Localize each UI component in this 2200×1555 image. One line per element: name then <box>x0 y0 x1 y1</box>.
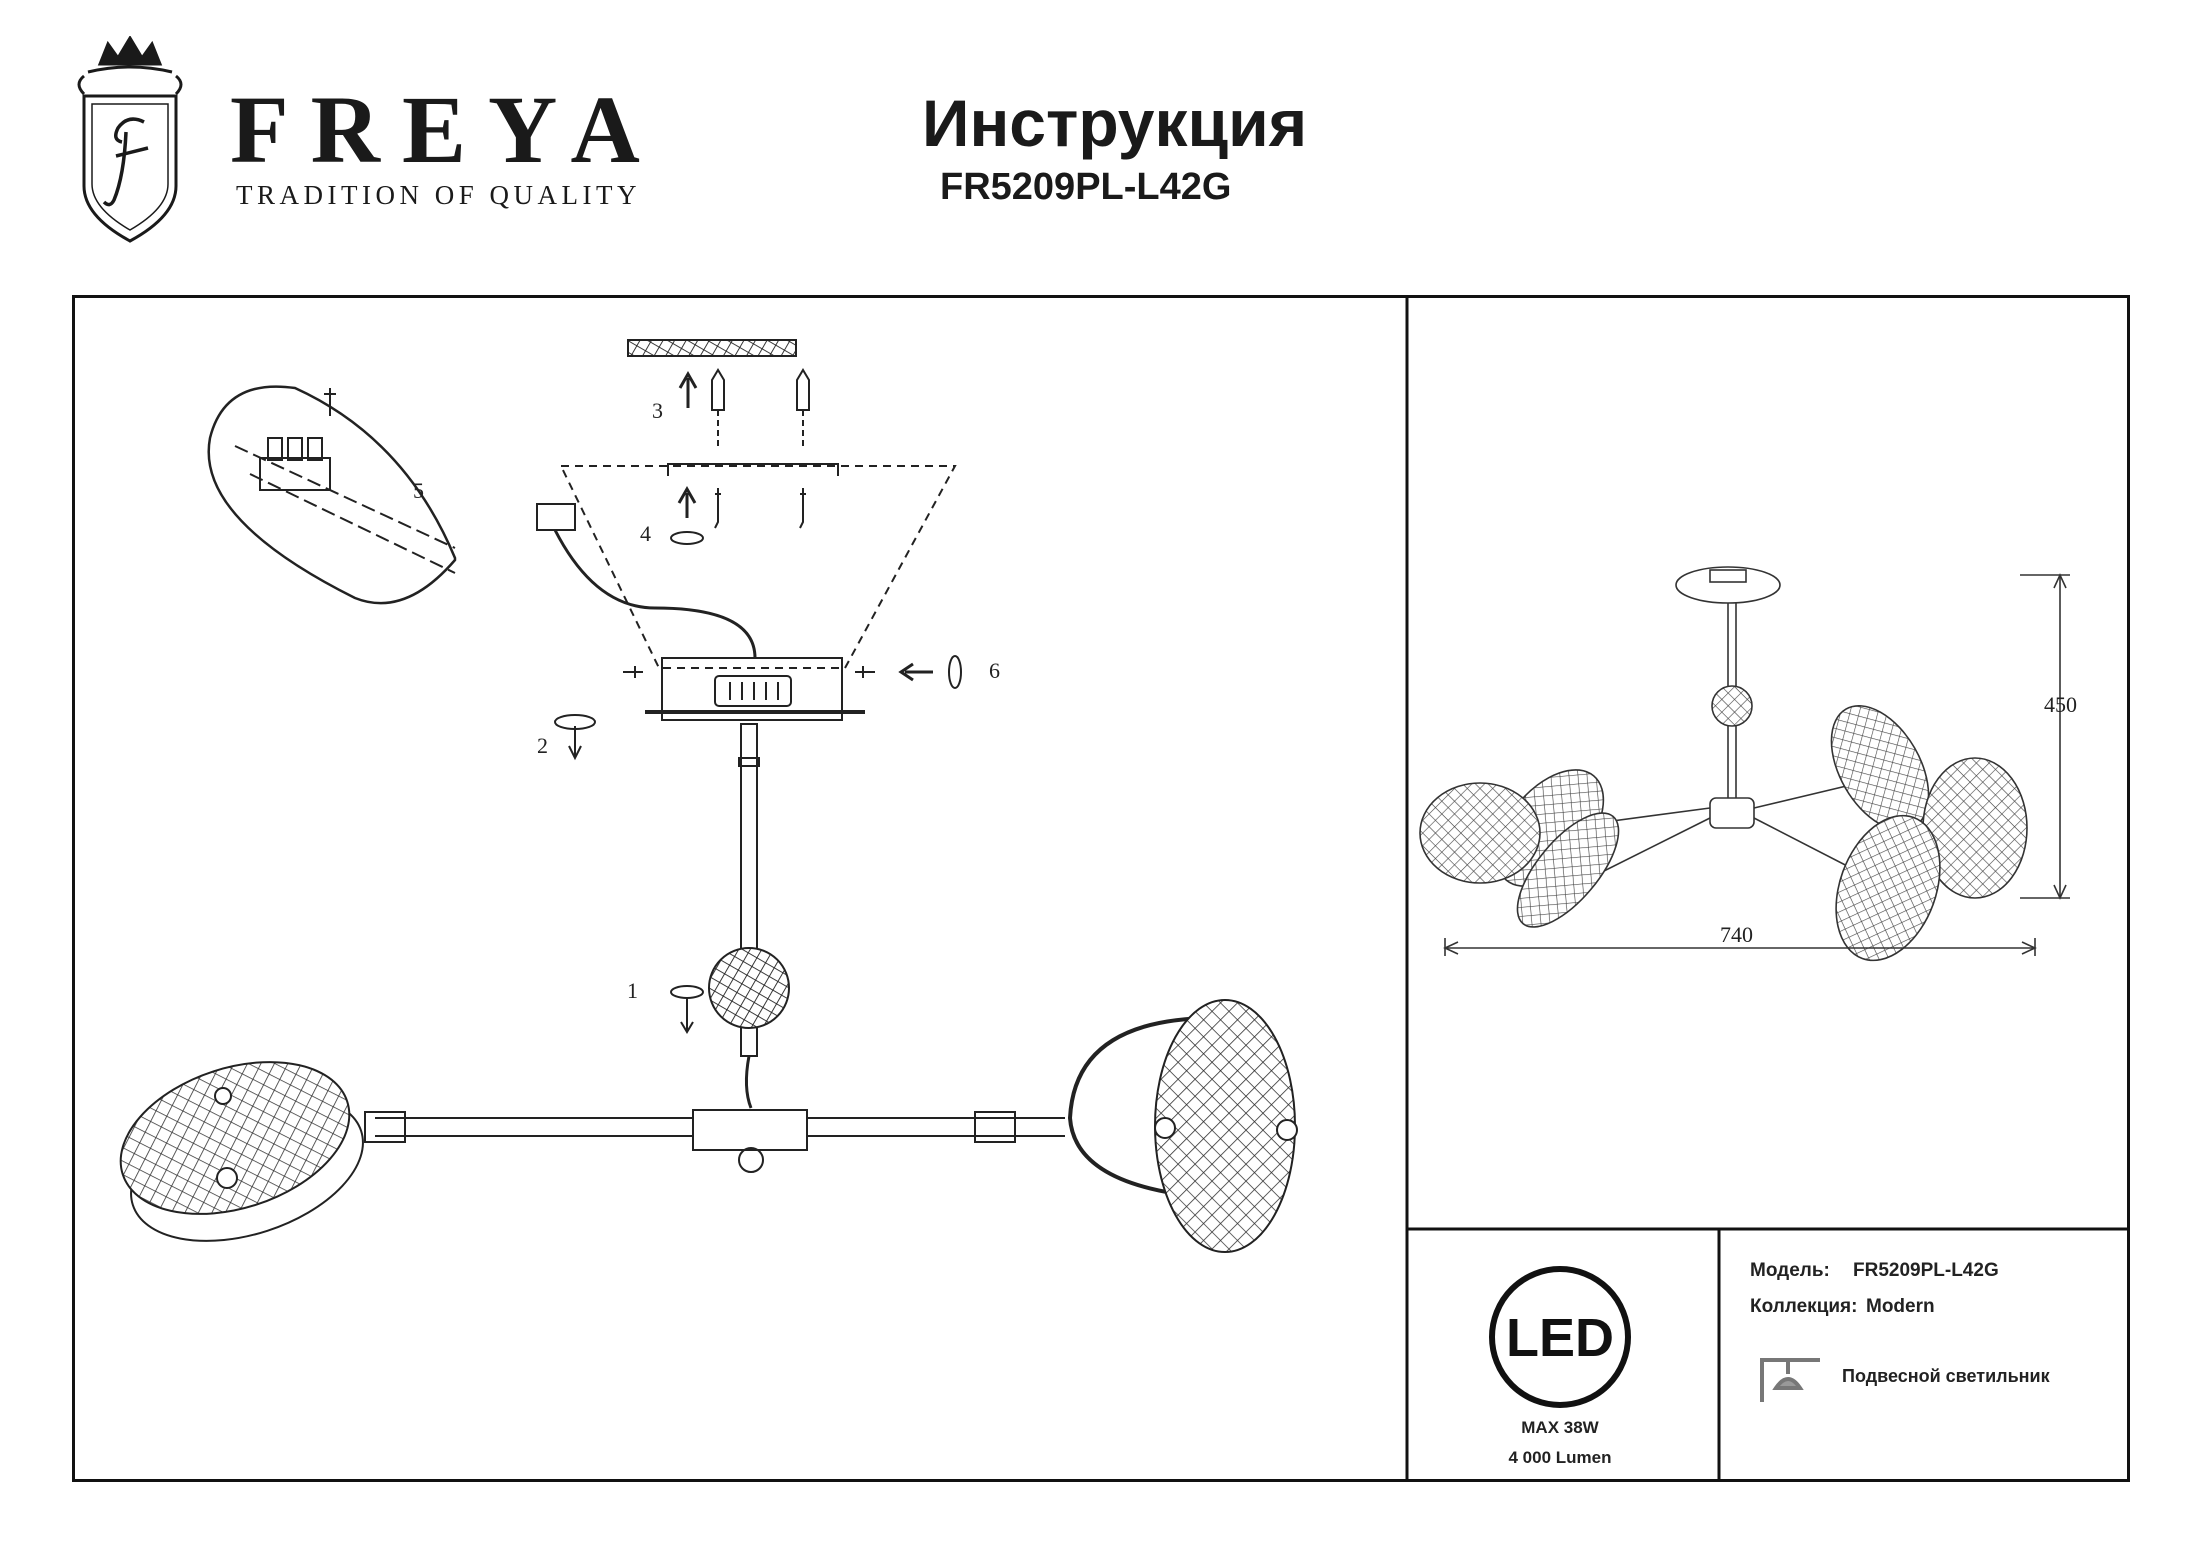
assembly-diagram: 1 2 3 4 5 6 <box>119 339 1298 1253</box>
pendant-lamp-icon <box>1760 1358 1820 1402</box>
page-title: Инструкция <box>922 86 1308 160</box>
power-rating: MAX 38W <box>1521 1418 1599 1437</box>
brand-name: FREYA <box>230 76 662 183</box>
ceiling-slab <box>627 339 797 357</box>
collection-value: Modern <box>1866 1296 1935 1317</box>
step-label: 4 <box>640 521 651 546</box>
led-badge: LED <box>1489 1266 1631 1408</box>
lamp-type-label: Подвесной светильник <box>1842 1366 2050 1386</box>
svg-text:LED: LED <box>1506 1308 1614 1368</box>
wall-anchor <box>711 368 725 411</box>
width-dimension: 740 <box>1720 922 1753 947</box>
step-label: 5 <box>413 478 424 503</box>
step-label: 6 <box>989 658 1000 683</box>
crystal-ball <box>708 947 790 1029</box>
collection-label: Коллекция: <box>1750 1296 1858 1317</box>
lamp-shade-left <box>119 1061 351 1215</box>
lumen-rating: 4 000 Lumen <box>1508 1448 1612 1467</box>
brand-logo <box>77 36 183 243</box>
model-value: FR5209PL-L42G <box>1853 1260 1999 1281</box>
callout-bubble <box>207 385 457 605</box>
step-label: 2 <box>537 733 548 758</box>
step-label: 1 <box>627 978 638 1003</box>
step-label: 3 <box>652 398 663 423</box>
terminal-block <box>536 503 576 531</box>
mounting-bracket <box>667 463 839 476</box>
dimension-drawing: 450 740 <box>1419 566 2077 962</box>
screw <box>799 488 806 529</box>
power-cable <box>553 529 757 659</box>
model-label: Модель: <box>1750 1260 1830 1281</box>
wall-anchor <box>796 368 810 411</box>
screw <box>714 488 721 529</box>
lamp-shade-right <box>1154 999 1296 1253</box>
canopy <box>661 657 843 721</box>
brand-tagline: TRADITION OF QUALITY <box>236 180 641 210</box>
height-dimension: 450 <box>2044 692 2077 717</box>
model-code: FR5209PL-L42G <box>940 166 1232 208</box>
assembly-cone <box>559 465 957 669</box>
instruction-frame <box>72 295 2130 1482</box>
hub <box>692 1109 808 1151</box>
